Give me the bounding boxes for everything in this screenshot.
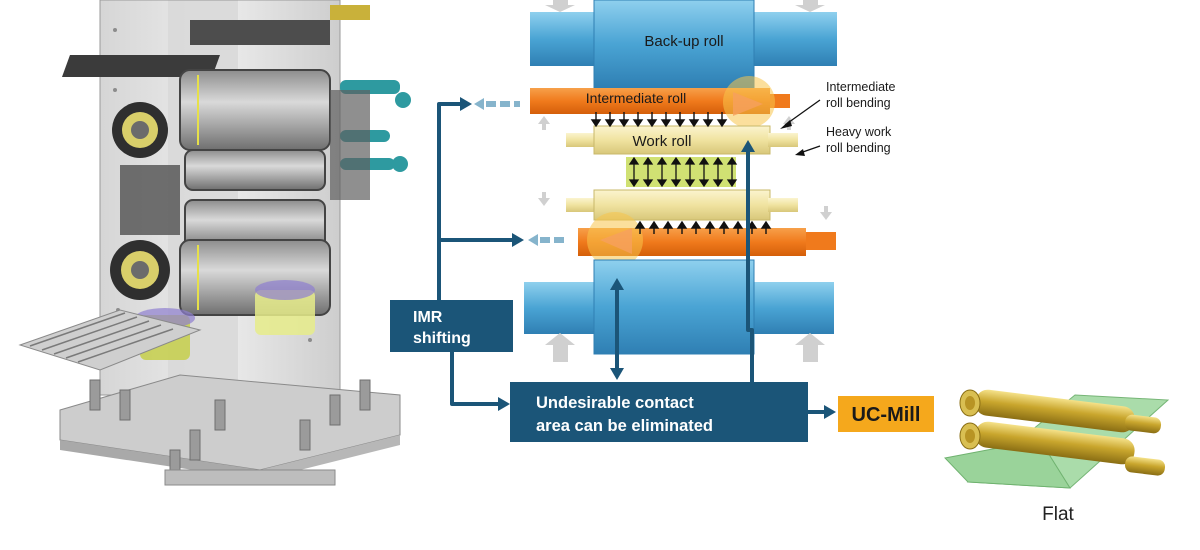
intermediate-roll-label: Intermediate roll (586, 90, 686, 106)
flat-roll-top (959, 389, 1162, 434)
imr-shifting-box: IMR shifting (390, 300, 513, 352)
work-roll-top-body (593, 125, 771, 155)
heavy-bending-label: Heavy work (826, 125, 892, 139)
undesirable-label: Undesirable contact (536, 394, 694, 412)
intermediate-bending-label-2: roll bending (826, 96, 891, 110)
intermediate-roll-bottom-neck (806, 232, 836, 250)
flat-roll-bottom (959, 421, 1166, 476)
flow-connectors (437, 97, 836, 419)
intermediate-pressure-arrows-down (590, 112, 728, 128)
intermediate-bending-label: Intermediate (826, 80, 896, 94)
pointer-intermediate-bending (784, 99, 821, 126)
intermediate-roll-top-neck (770, 94, 790, 108)
flat-sheet-illustration: Flat (944, 389, 1170, 525)
uc-mill-label: UC-Mill (852, 404, 921, 426)
undesirable-label-2: area can be eliminated (536, 417, 713, 435)
backup-roll-label: Back-up roll (644, 33, 723, 50)
backup-roll-top-body (593, 0, 755, 89)
roll-schematic: Back-up roll Intermediate roll Work roll (474, 0, 896, 362)
work-roll-top-neck-right (768, 133, 798, 147)
bottom-pressure-arrows (545, 333, 825, 362)
backup-roll-bottom-body (593, 259, 755, 355)
shift-arrow-top (474, 98, 520, 110)
top-pressure-arrows (545, 0, 825, 12)
work-roll-bottom-neck-right (768, 198, 798, 212)
shift-arrow-bottom (528, 234, 564, 246)
roll-gap-arrows (628, 156, 738, 188)
mill-stand-illustration (18, 0, 411, 486)
imr-label-2: shifting (413, 330, 471, 347)
work-roll-bottom-neck-left (566, 198, 598, 212)
heavy-bending-label-2: roll bending (826, 141, 891, 155)
work-roll-label: Work roll (633, 133, 692, 150)
undesirable-contact-box: Undesirable contact area can be eliminat… (510, 382, 808, 442)
intermediate-pressure-arrows-up (634, 220, 772, 234)
imr-label: IMR (413, 309, 443, 326)
uc-mill-badge: UC-Mill (838, 396, 934, 432)
flat-label: Flat (1042, 504, 1074, 525)
work-roll-top-neck-left (566, 133, 598, 147)
